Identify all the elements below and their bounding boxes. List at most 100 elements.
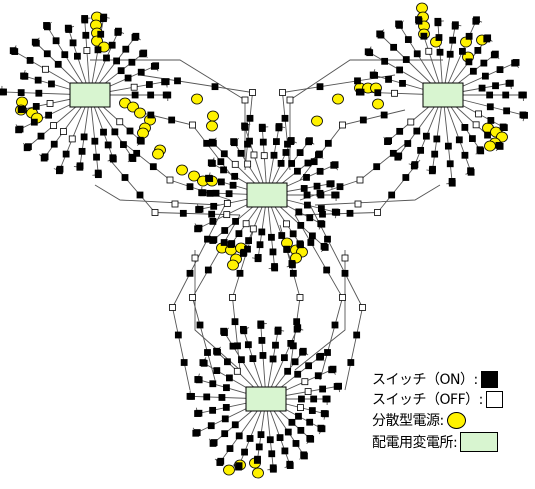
switch-off: [356, 176, 364, 184]
switch-on: [459, 47, 466, 55]
switch-on: [258, 337, 266, 344]
switch-on: [323, 395, 331, 403]
switch-on: [480, 59, 488, 67]
switch-off: [151, 209, 159, 216]
switch-on: [131, 91, 139, 99]
switch-on: [486, 91, 494, 99]
switch-on: [94, 46, 102, 54]
switch-on: [268, 450, 276, 458]
distributed-generator: [206, 120, 218, 132]
switch-on: [231, 421, 239, 429]
switch-on: [276, 434, 284, 442]
switch-on: [288, 160, 296, 167]
switch-on: [186, 392, 194, 400]
switch-off: [191, 254, 199, 262]
switch-on: [294, 370, 302, 378]
switch-on: [249, 355, 257, 363]
switch-on: [281, 354, 288, 362]
switch-on: [48, 80, 55, 88]
switch-on: [431, 150, 439, 158]
switch-on: [269, 465, 277, 473]
switch-on: [364, 48, 372, 56]
switch-on: [380, 111, 388, 119]
switch-on: [487, 117, 495, 124]
switch-on: [136, 191, 144, 199]
switch-on: [31, 38, 39, 46]
switch-off: [297, 404, 304, 411]
switches: [0, 13, 528, 473]
switch-off: [171, 200, 179, 208]
switch-on: [209, 380, 217, 388]
legend-distributed-generator-label: 分散型電源:: [372, 413, 444, 429]
switch-on: [235, 230, 243, 238]
switch-on: [329, 365, 337, 373]
switch-on: [227, 241, 235, 248]
line-segment: [314, 184, 441, 206]
switch-on: [179, 209, 187, 217]
switch-on: [93, 153, 100, 161]
switch-on: [137, 68, 145, 76]
switch-on: [324, 349, 331, 356]
switch-on: [255, 443, 263, 451]
switch-on: [327, 180, 335, 188]
switch-on: [404, 140, 412, 147]
switch-on: [422, 132, 430, 140]
switch-on: [205, 174, 212, 182]
switch-on: [94, 171, 102, 179]
switch-on: [289, 342, 297, 350]
switch-on: [521, 111, 528, 119]
line-segment: [172, 204, 226, 391]
switch-on: [129, 155, 137, 162]
switch-on: [469, 67, 477, 75]
switch-on: [212, 189, 220, 197]
switch-on: [305, 362, 312, 370]
switch-on: [207, 422, 215, 430]
legend-substation-label: 配電用変電所:: [372, 435, 458, 451]
switch-off: [42, 65, 49, 73]
substations: [69, 82, 464, 412]
legend-distributed-generator: 分散型電源:: [372, 409, 466, 431]
switch-on: [220, 150, 228, 158]
switch-on: [323, 266, 331, 274]
switch-on: [52, 37, 60, 45]
substation: [69, 82, 111, 108]
switch-on: [168, 116, 176, 124]
switch-on: [500, 124, 508, 132]
switch-on: [271, 264, 279, 272]
switch-on: [54, 60, 62, 68]
switch-on: [486, 103, 494, 111]
distributed-generator: [191, 93, 203, 105]
switch-on: [40, 154, 48, 162]
switch-on: [210, 202, 218, 210]
legend-switch-off-label: スイッチ（OFF）:: [372, 392, 483, 408]
switch-off: [223, 200, 231, 207]
switch-on: [293, 318, 301, 326]
switch-on: [316, 83, 324, 91]
switch-on: [218, 394, 226, 401]
switch-on: [284, 367, 292, 375]
switch-on: [394, 153, 402, 161]
switch-on: [15, 126, 23, 134]
switch-on: [396, 127, 404, 135]
switch-on: [78, 147, 86, 155]
switch-on: [121, 174, 129, 181]
switch-on: [336, 183, 344, 191]
switch-on: [478, 84, 486, 92]
switch-off: [189, 121, 196, 129]
switch-on: [282, 149, 290, 156]
line-segment: [442, 19, 477, 96]
switch-on: [140, 49, 148, 57]
switch-off: [391, 89, 398, 97]
switch-on: [69, 39, 77, 47]
switch-on: [331, 161, 339, 169]
switch-on: [318, 220, 326, 228]
switch-on: [306, 214, 314, 222]
switch-on: [317, 205, 325, 212]
switch-off: [354, 200, 362, 208]
switch-on: [257, 431, 265, 439]
switch-on: [221, 227, 229, 234]
switch-on: [258, 123, 266, 131]
switch-off: [341, 254, 349, 262]
switch-on: [332, 191, 340, 199]
switch-on: [43, 50, 51, 58]
